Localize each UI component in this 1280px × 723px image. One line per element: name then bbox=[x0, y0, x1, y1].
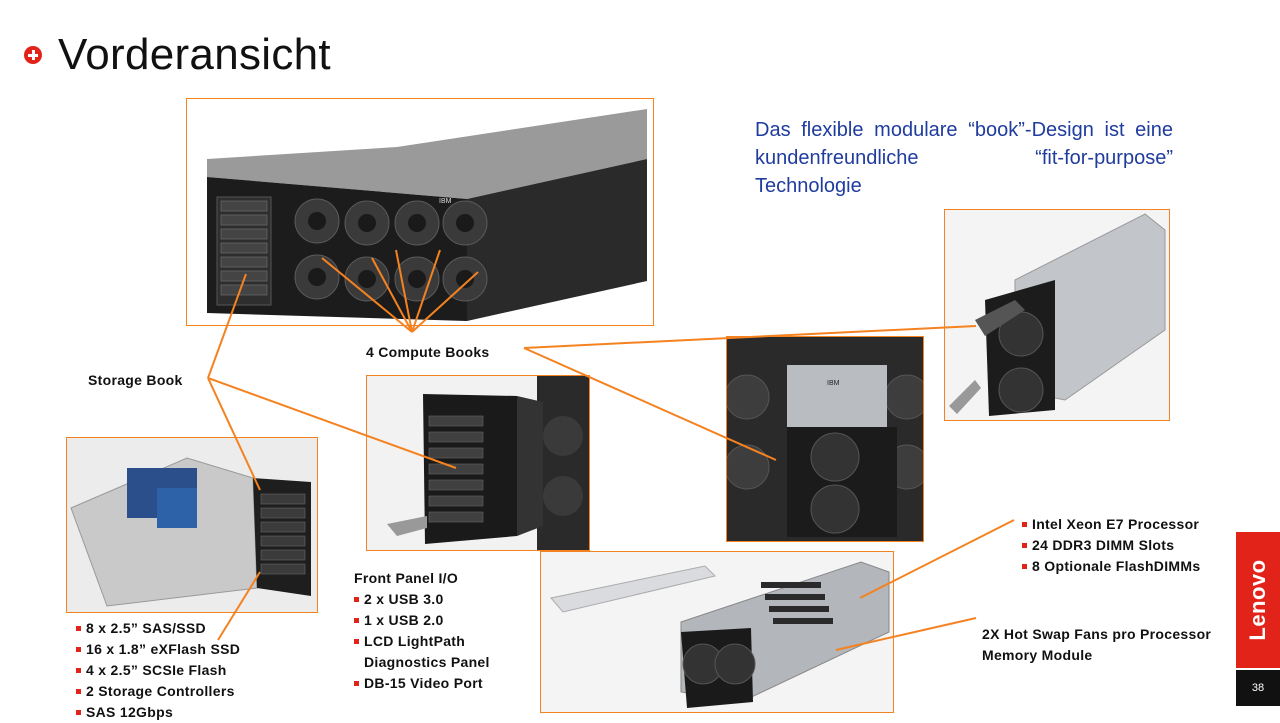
compute-book-badge: IBM bbox=[827, 380, 840, 387]
server-badge: IBM bbox=[439, 198, 452, 205]
processor-specs: Intel Xeon E7 Processor 24 DDR3 DIMM Slo… bbox=[1022, 514, 1232, 577]
storage-spec-item: 16 x 1.8” eXFlash SSD bbox=[76, 639, 296, 660]
compute-book-photo bbox=[944, 209, 1170, 421]
storage-book-label: Storage Book bbox=[88, 372, 183, 388]
storage-book-open-photo bbox=[66, 437, 318, 613]
title-bullet-icon bbox=[24, 46, 42, 64]
processor-spec-item: Intel Xeon E7 Processor bbox=[1022, 514, 1232, 535]
processor-memory-module-photo bbox=[540, 551, 894, 713]
processor-spec-item: 24 DDR3 DIMM Slots bbox=[1022, 535, 1232, 556]
front-panel-io: Front Panel I/O 2 x USB 3.0 1 x USB 2.0 … bbox=[354, 568, 524, 694]
server-front-photo: IBM bbox=[186, 98, 654, 326]
storage-book-photo bbox=[366, 375, 590, 551]
storage-specs: 8 x 2.5” SAS/SSD 16 x 1.8” eXFlash SSD 4… bbox=[76, 618, 296, 723]
front-panel-item: 1 x USB 2.0 bbox=[354, 610, 524, 631]
storage-spec-item: 8 x 2.5” SAS/SSD bbox=[76, 618, 296, 639]
compute-books-chassis-photo: IBM bbox=[726, 336, 924, 542]
page-title: Vorderansicht bbox=[58, 30, 331, 79]
front-panel-item: DB-15 Video Port bbox=[354, 673, 524, 694]
hot-swap-fans-label: 2X Hot Swap Fans pro Processor Memory Mo… bbox=[982, 626, 1212, 663]
storage-spec-item: SAS 12Gbps bbox=[76, 702, 296, 723]
brand-name: Lenovo bbox=[1245, 559, 1270, 641]
front-panel-item: 2 x USB 3.0 bbox=[354, 589, 524, 610]
processor-spec-item: 8 Optionale FlashDIMMs bbox=[1022, 556, 1232, 577]
page-number: 38 bbox=[1236, 670, 1280, 706]
compute-books-label: 4 Compute Books bbox=[366, 344, 490, 360]
front-panel-item: LCD LightPath Diagnostics Panel bbox=[354, 631, 524, 673]
front-panel-title: Front Panel I/O bbox=[354, 570, 459, 586]
intro-text: Das flexible modulare “book”-Design ist … bbox=[755, 119, 1173, 197]
storage-spec-item: 2 Storage Controllers bbox=[76, 681, 296, 702]
storage-spec-item: 4 x 2.5” SCSIe Flash bbox=[76, 660, 296, 681]
lenovo-logo: Lenovo bbox=[1236, 532, 1280, 668]
